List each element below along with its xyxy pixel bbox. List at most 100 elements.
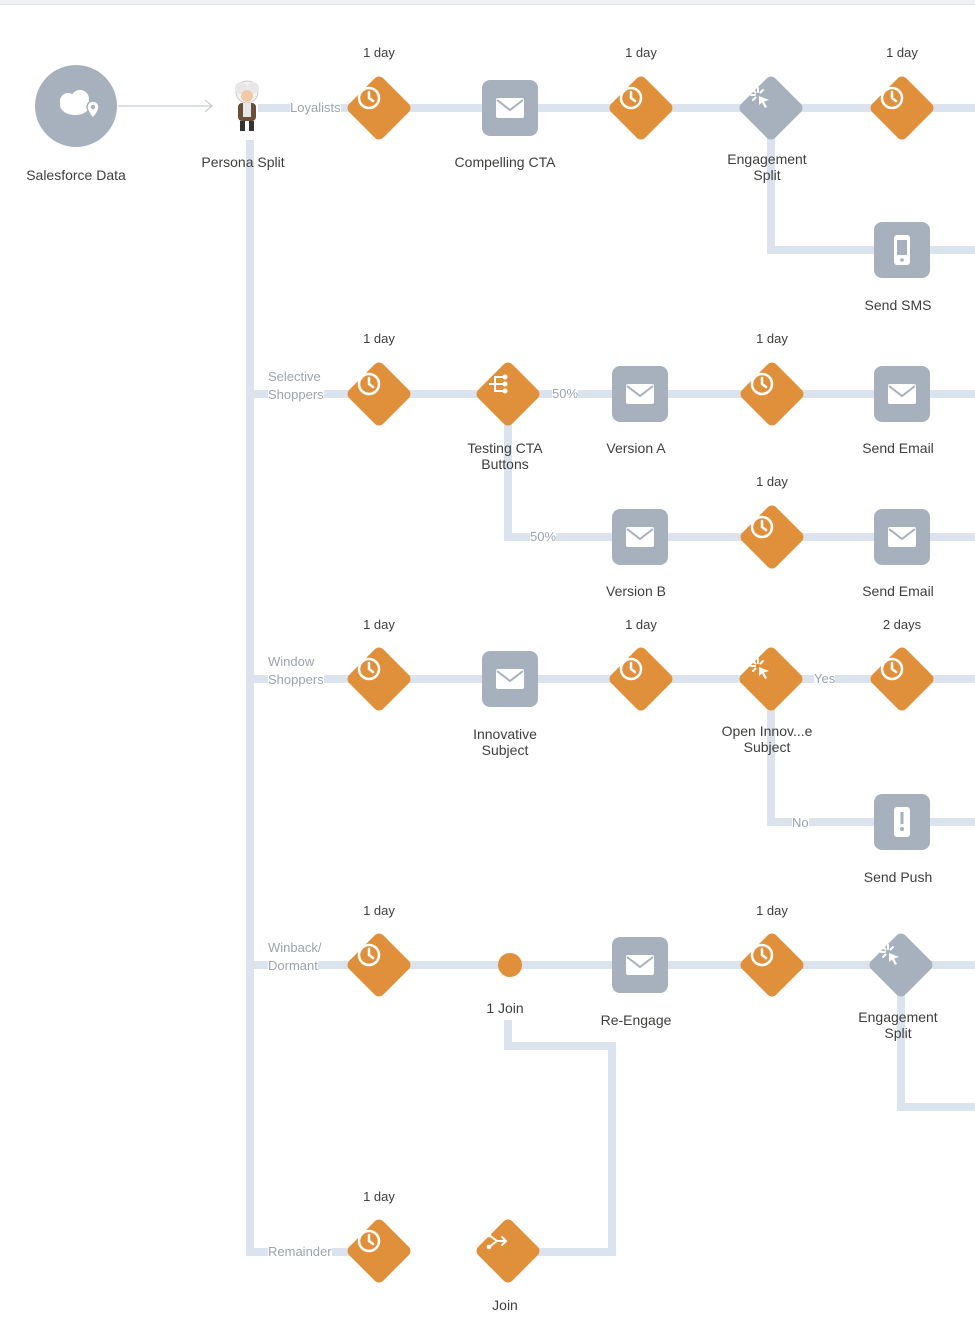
join-activity[interactable] [474,1217,542,1285]
wait-step[interactable] [345,645,413,713]
email-activity[interactable] [874,509,930,565]
sms-activity[interactable] [874,222,930,278]
envelope-icon [496,669,524,689]
wait-duration: 1 day [886,45,918,60]
envelope-icon [626,527,654,547]
clock-icon [750,943,774,967]
wait-duration: 1 day [363,903,395,918]
wait-duration: 1 day [756,331,788,346]
salesforce-data-source[interactable] [35,65,117,147]
wait-duration: 1 day [756,903,788,918]
innovative-subject-label-1: Innovative [473,726,537,742]
wait-step[interactable] [345,931,413,999]
wait-duration: 1 day [363,45,395,60]
path-label-selective-2: Shoppers [268,386,324,404]
split-percent-a: 50% [552,385,579,403]
send-push-label: Send Push [863,869,933,885]
clock-icon [357,372,381,396]
persona-avatar-icon[interactable] [228,76,266,134]
envelope-icon [626,384,654,404]
clock-icon [880,657,904,681]
one-join-label: 1 Join [486,1000,524,1016]
wait-step[interactable] [738,360,806,428]
open-innov-label-2: Subject [743,739,791,755]
wait-step[interactable] [345,74,413,142]
wait-duration: 1 day [363,617,395,632]
wait-step[interactable] [868,74,936,142]
email-activity[interactable] [482,80,538,136]
testing-cta-label-1: Testing CTA [467,440,543,456]
path-label-window-2: Shoppers [268,671,324,689]
mobile-icon [894,235,910,265]
wait-duration: 1 day [625,45,657,60]
send-email-label: Send Email [862,440,934,456]
email-activity[interactable] [612,509,668,565]
send-email-label: Send Email [862,583,934,599]
path-label-winback-1: Winback/ [268,939,322,957]
split-test-activity[interactable] [474,360,542,428]
clock-icon [619,657,643,681]
clock-icon [357,86,381,110]
wait-duration: 1 day [756,474,788,489]
click-icon [750,87,769,108]
re-engage-label: Re-Engage [600,1012,672,1028]
split-test-icon [489,374,508,394]
envelope-icon [888,527,916,547]
canvas-top-border [0,0,975,5]
testing-cta-label-2: Buttons [481,456,529,472]
join-icon [486,1232,508,1250]
envelope-icon [888,384,916,404]
persona-split-label: Persona Split [201,154,285,170]
clock-icon [357,943,381,967]
wait-step[interactable] [607,645,675,713]
envelope-icon [626,955,654,975]
wait-step[interactable] [868,645,936,713]
email-activity[interactable] [612,937,668,993]
engagement-split-activity[interactable] [737,74,805,142]
path-label-remainder: Remainder [268,1243,332,1261]
wait-step[interactable] [738,931,806,999]
wait-duration: 1 day [363,331,395,346]
wait-step[interactable] [345,360,413,428]
join-point[interactable] [498,953,522,977]
source-label: Salesforce Data [26,167,126,183]
clock-icon [619,86,643,110]
wait-duration: 1 day [625,617,657,632]
wait-duration: 2 days [882,617,922,632]
clock-icon [357,657,381,681]
engagement-split-label-2: Split [753,167,781,183]
push-icon [894,807,910,837]
version-a-label: Version A [606,440,666,456]
send-sms-label: Send SMS [864,297,932,313]
envelope-icon [496,98,524,118]
wait-step[interactable] [345,1217,413,1285]
compelling-cta-label: Compelling CTA [454,154,556,170]
wait-duration: 1 day [363,1189,395,1204]
email-activity[interactable] [612,366,668,422]
email-activity[interactable] [874,366,930,422]
wait-step[interactable] [738,503,806,571]
decision-no-label: No [792,814,809,832]
path-label-winback-2: Dormant [268,957,318,975]
clock-icon [750,515,774,539]
decision-yes-label: Yes [814,670,836,688]
clock-icon [880,86,904,110]
path-label-window-1: Window [268,653,315,671]
innovative-subject-label-2: Subject [481,742,529,758]
engagement-split-label-2: Split [884,1025,912,1041]
clock-icon [357,1229,381,1253]
split-percent-b: 50% [530,528,557,546]
email-activity[interactable] [482,651,538,707]
engagement-split-label-1: Engagement [727,151,807,167]
wait-step[interactable] [607,74,675,142]
click-icon [880,944,899,965]
open-innov-label-1: Open Innov...e [721,723,813,739]
path-label-selective-1: Selective [268,368,321,386]
engagement-split-activity[interactable] [867,931,935,999]
clock-icon [750,372,774,396]
decision-split-activity[interactable] [737,645,805,713]
engagement-split-label-1: Engagement [858,1009,938,1025]
push-activity[interactable] [874,794,930,850]
click-icon [750,658,769,679]
